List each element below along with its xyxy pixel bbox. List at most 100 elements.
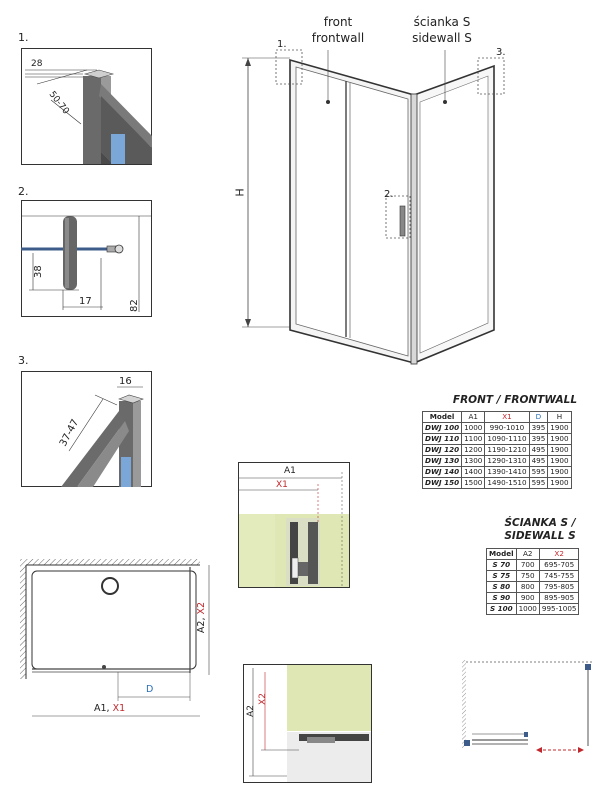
detail-1-drawing: 28 50-70 bbox=[21, 48, 152, 165]
value-cell: 695-705 bbox=[538, 559, 580, 571]
value-cell: 1000 bbox=[461, 422, 486, 434]
model-cell: DWJ 130 bbox=[421, 455, 463, 467]
detail-2-drawing: 38 17 82 bbox=[21, 200, 152, 317]
side-table-title: ŚCIANKA S / SIDEWALL S bbox=[490, 517, 590, 543]
front-label-line-2: frontwall bbox=[311, 31, 365, 45]
plan-x2-label: X2 bbox=[196, 601, 208, 615]
value-cell: 900 bbox=[515, 592, 540, 604]
callout-3-label: 3. bbox=[496, 47, 506, 58]
side-label: ścianka S sidewall S bbox=[402, 14, 482, 46]
model-cell: S 75 bbox=[486, 570, 517, 582]
value-cell: 1900 bbox=[547, 477, 572, 489]
model-cell: DWJ 110 bbox=[421, 433, 463, 445]
callout-2-label: 2. bbox=[384, 189, 394, 200]
value-cell: 595 bbox=[528, 466, 549, 478]
value-cell: 495 bbox=[528, 455, 549, 467]
detail-3-dim-a: 16 bbox=[119, 376, 132, 387]
side-label-line-2: sidewall S bbox=[412, 31, 472, 45]
plan-d-label: D bbox=[146, 684, 154, 695]
front-label-line-1: front bbox=[323, 15, 353, 29]
profile-a-drawing bbox=[238, 462, 350, 588]
value-cell: 795-805 bbox=[538, 581, 580, 593]
value-cell: 1900 bbox=[547, 422, 572, 434]
front-table-col-2: X1 bbox=[484, 411, 530, 423]
model-cell: S 90 bbox=[486, 592, 517, 604]
plan-comma-2: , bbox=[196, 614, 208, 621]
side-table-col-0: Model bbox=[486, 548, 517, 560]
main-enclosure-drawing bbox=[242, 49, 505, 365]
value-cell: 800 bbox=[515, 581, 540, 593]
plan-view-drawing bbox=[20, 559, 210, 717]
value-cell: 1900 bbox=[547, 444, 572, 456]
profile-a-x1-label: X1 bbox=[276, 480, 288, 490]
front-table-col-4: H bbox=[547, 411, 572, 423]
front-label: front frontwall bbox=[308, 14, 368, 46]
profile-b-drawing bbox=[243, 664, 372, 783]
model-cell: S 100 bbox=[486, 603, 517, 615]
plan-a2-label: A2 bbox=[196, 620, 208, 634]
plan-a1-label: A1 bbox=[94, 703, 107, 714]
plan-a1-x1-label: A1, X1 bbox=[94, 703, 125, 714]
value-cell: 1100 bbox=[461, 433, 486, 445]
profile-b-x2-label: X2 bbox=[257, 693, 268, 705]
model-cell: S 80 bbox=[486, 581, 517, 593]
detail-2-dim-a: 38 bbox=[33, 265, 44, 278]
side-table-col-1: A2 bbox=[515, 548, 540, 560]
value-cell: 1090-1110 bbox=[484, 433, 530, 445]
value-cell: 1500 bbox=[461, 477, 486, 489]
detail-1-dim-a: 28 bbox=[31, 59, 43, 69]
door-slide-diagram bbox=[462, 660, 594, 753]
front-table-col-0: Model bbox=[421, 411, 463, 423]
detail-2-dim-c: 82 bbox=[129, 299, 140, 312]
profile-a-a1-label: A1 bbox=[284, 466, 296, 476]
front-table-col-1: A1 bbox=[461, 411, 486, 423]
side-table-title-line-1: ŚCIANKA S / bbox=[504, 517, 576, 529]
value-cell: 1900 bbox=[547, 466, 572, 478]
detail-1-number: 1. bbox=[18, 31, 29, 44]
value-cell: 1490-1510 bbox=[484, 477, 530, 489]
value-cell: 990-1010 bbox=[484, 422, 530, 434]
value-cell: 1200 bbox=[461, 444, 486, 456]
plan-comma: , bbox=[106, 703, 113, 714]
model-cell: S 70 bbox=[486, 559, 517, 571]
front-table-title: FRONT / FRONTWALL bbox=[452, 394, 578, 406]
detail-3-drawing: 16 37-47 bbox=[21, 371, 152, 487]
value-cell: 700 bbox=[515, 559, 540, 571]
plan-x1-label: X1 bbox=[112, 703, 126, 714]
front-table-col-3: D bbox=[528, 411, 549, 423]
value-cell: 495 bbox=[528, 444, 549, 456]
value-cell: 895-905 bbox=[538, 592, 580, 604]
value-cell: 395 bbox=[528, 433, 549, 445]
value-cell: 1400 bbox=[461, 466, 486, 478]
detail-2-number: 2. bbox=[18, 185, 29, 198]
plan-a2-x2-label: A2, X2 bbox=[196, 602, 207, 633]
callout-1-label: 1. bbox=[277, 39, 287, 50]
model-cell: DWJ 100 bbox=[421, 422, 463, 434]
side-table-col-2: X2 bbox=[538, 548, 580, 560]
side-table-title-line-2: SIDEWALL S bbox=[504, 530, 576, 542]
height-label: H bbox=[233, 188, 247, 197]
side-label-line-1: ścianka S bbox=[413, 15, 471, 29]
value-cell: 750 bbox=[515, 570, 540, 582]
value-cell: 1190-1210 bbox=[484, 444, 530, 456]
model-cell: DWJ 140 bbox=[421, 466, 463, 478]
value-cell: 995-1005 bbox=[538, 603, 580, 615]
value-cell: 1300 bbox=[461, 455, 486, 467]
value-cell: 1390-1410 bbox=[484, 466, 530, 478]
value-cell: 595 bbox=[528, 477, 549, 489]
value-cell: 1290-1310 bbox=[484, 455, 530, 467]
